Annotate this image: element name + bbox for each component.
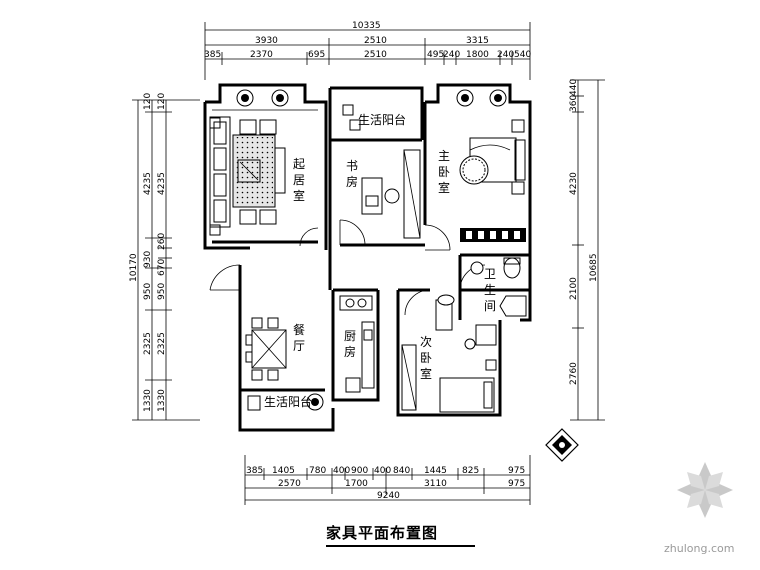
room-label-second-2: 卧 [420,351,432,365]
dim-right-3: 4230 [569,172,579,195]
page-title: 家具平面布置图 [326,524,438,542]
dim-bot-r2-4: 975 [508,479,525,489]
dim-bot-4: 400 [333,466,350,476]
dim-top-i: 540 [514,50,531,60]
dim-bot-10: 975 [508,466,525,476]
room-label-kitchen-1: 厨 [344,329,356,343]
dim-left-5: 1330 [143,389,153,412]
room-label-living-2: 居 [293,173,305,187]
room-label-kitchen-2: 房 [344,344,356,359]
room-labels: 起 居 室 生活阳台 书 房 主 卧 室 卫 生 间 餐 厅 厨 房 次 卧 室… [264,112,496,409]
room-label-balcony-top: 生活阳台 [358,112,406,127]
room-label-living-1: 起 [293,157,305,171]
dim-bot-r2-2: 1700 [345,479,368,489]
drawing-title: 家具平面布置图 [326,524,475,547]
dimensions-bottom: 385 1405 780 400 900 400 840 1445 825 97… [244,455,531,505]
watermark-text: zhulong.com [664,542,734,555]
plant-icon [236,89,507,411]
dimensions-left: 10170 120 4235 950 2325 1330 120 4235 26… [129,93,200,421]
dim-right-5: 2760 [569,362,579,385]
dim-top-total: 10335 [352,21,381,31]
room-label-dining-2: 厅 [293,339,305,353]
dim-top-g: 1800 [466,50,489,60]
room-label-study-2: 房 [346,174,358,189]
dim-top-d: 2510 [364,50,387,60]
kitchen-fixtures [339,295,375,393]
room-label-balcony-bottom: 生活阳台 [264,394,312,409]
dim-left-i5: 670 [157,259,167,276]
room-label-second-3: 室 [420,366,432,381]
room-label-master-2: 卧 [438,165,450,179]
dimensions-top: 10335 3930 2510 3315 385 2370 695 2510 4… [204,21,531,80]
dim-right-4: 2100 [569,277,579,300]
dim-left-2: 4235 [143,172,153,195]
dim-bot-2: 1405 [272,466,295,476]
dim-bot-7: 840 [393,466,410,476]
dim-right-2: 360 [569,95,579,112]
dim-bot-total: 9240 [377,491,400,501]
second-bedroom-furniture [401,324,497,413]
room-label-dining-1: 餐 [293,322,305,337]
dim-top-c: 695 [308,50,325,60]
dimensions-right: 10685 440 360 4230 2100 2760 [569,79,605,421]
walls [203,83,532,432]
room-label-master-3: 室 [438,180,450,195]
dim-bot-1: 385 [246,466,263,476]
dim-right-total: 10685 [589,253,599,282]
dim-bot-6: 400 [374,466,391,476]
room-label-bath-3: 间 [484,299,496,313]
room-label-second-1: 次 [420,335,432,349]
dim-bot-3: 780 [309,466,326,476]
room-label-study-1: 书 [346,159,358,173]
dim-left-i2: 4235 [157,172,167,195]
dim-bot-r2-1: 2570 [278,479,301,489]
dining-furniture [245,317,287,411]
dim-top-e: 495 [427,50,444,60]
dim-top-b: 2370 [250,50,273,60]
room-label-bath-1: 卫 [484,267,496,281]
watermark-logo-icon [677,462,733,518]
master-bedroom-furniture [459,119,526,242]
room-label-bath-2: 生 [484,283,496,297]
balcony-chair-icon [342,104,361,131]
dim-left-total: 10170 [129,253,139,282]
bathroom-fixtures [435,257,527,331]
dim-top-2: 2510 [364,36,387,46]
dim-top-f: 240 [443,50,460,60]
compass-icon [545,428,579,462]
dim-left-3: 950 [143,283,153,300]
dim-top-h: 240 [497,50,514,60]
room-label-living-3: 室 [293,188,305,203]
dim-left-i7: 2325 [157,332,167,355]
dim-left-i4: 930 [143,251,153,268]
dim-top-1: 3930 [255,36,278,46]
dim-bot-9: 825 [462,466,479,476]
dim-left-4: 2325 [143,332,153,355]
dim-bot-5: 900 [351,466,368,476]
dim-left-i3: 260 [157,233,167,250]
dim-bot-r2-3: 3110 [424,479,447,489]
dim-left-i8: 1330 [157,389,167,412]
dim-left-i6: 950 [157,283,167,300]
dim-top-3: 3315 [466,36,489,46]
dim-right-1: 440 [569,79,579,96]
dim-left-i1: 120 [157,93,167,110]
dim-top-a: 385 [204,50,221,60]
dim-left-1: 120 [143,93,153,110]
dim-bot-8: 1445 [424,466,447,476]
study-furniture [361,149,421,239]
room-label-master-1: 主 [438,149,450,163]
living-room-furniture [209,116,286,236]
